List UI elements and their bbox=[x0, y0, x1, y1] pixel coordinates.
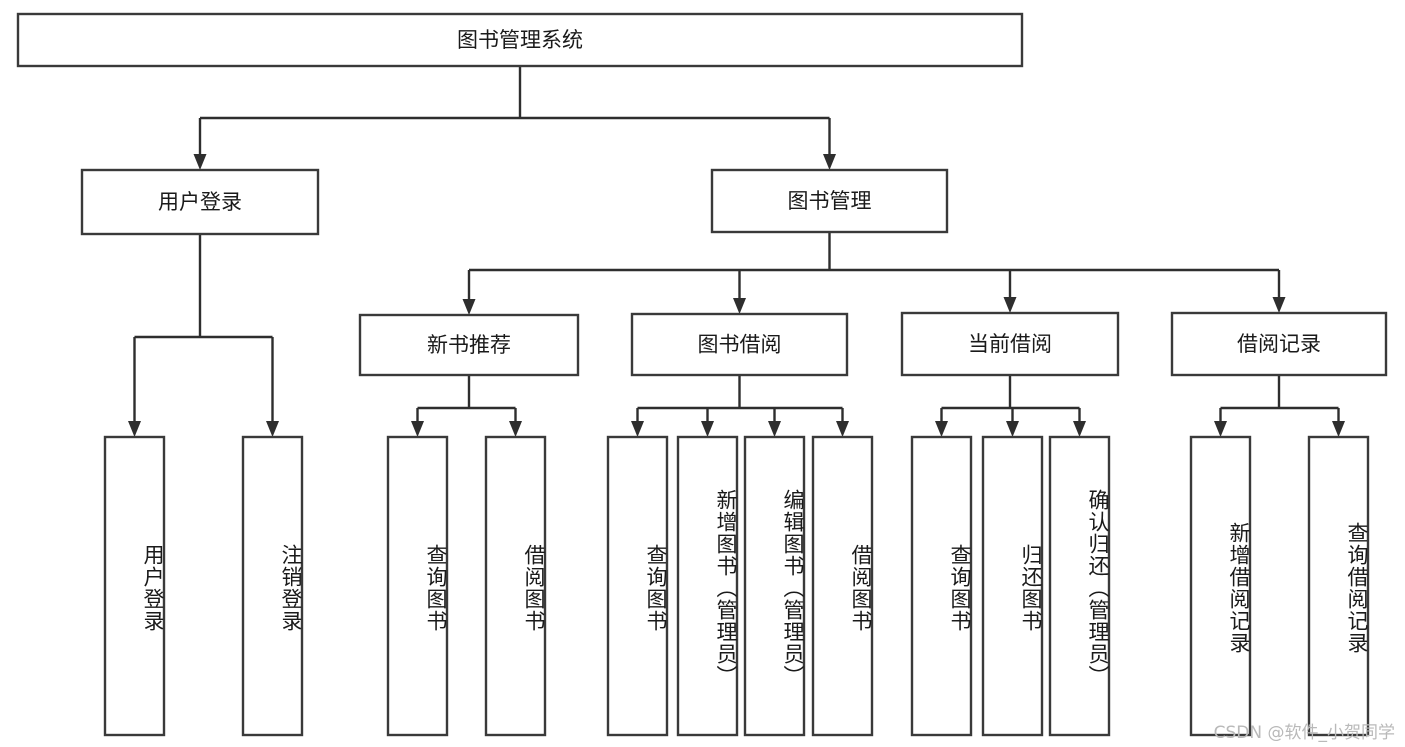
node-leaf-4[interactable] bbox=[606, 435, 669, 737]
node-leaf-2[interactable] bbox=[386, 435, 449, 737]
node-level3-3[interactable] bbox=[1170, 311, 1388, 377]
node-leaf-12[interactable] bbox=[1307, 435, 1370, 737]
node-label-level3-0: 新书推荐 bbox=[427, 333, 511, 357]
node-leaf-7[interactable] bbox=[811, 435, 874, 737]
node-leaf-5[interactable] bbox=[676, 435, 739, 737]
node-leaf-6[interactable] bbox=[743, 435, 806, 737]
csdn-watermark: CSDN @软件_小贺同学 bbox=[1213, 723, 1395, 743]
node-label-level2-1: 图书管理 bbox=[788, 189, 872, 213]
node-leaf-11[interactable] bbox=[1189, 435, 1252, 737]
node-leaf-9[interactable] bbox=[981, 435, 1044, 737]
node-level3-0[interactable] bbox=[358, 313, 580, 377]
node-leaf-10[interactable] bbox=[1048, 435, 1111, 737]
node-label-level2-0: 用户登录 bbox=[158, 190, 242, 214]
node-label-level3-2: 当前借阅 bbox=[968, 332, 1052, 356]
node-label-level3-3: 借阅记录 bbox=[1237, 332, 1321, 356]
node-label-level3-1: 图书借阅 bbox=[698, 333, 782, 357]
node-leaf-3[interactable] bbox=[484, 435, 547, 737]
node-level3-1[interactable] bbox=[630, 312, 849, 377]
node-level3-2[interactable] bbox=[900, 311, 1120, 377]
node-leaf-1[interactable] bbox=[241, 435, 304, 737]
node-boxes bbox=[16, 12, 1388, 737]
node-level2-0[interactable] bbox=[80, 168, 320, 236]
node-label-root: 图书管理系统 bbox=[457, 28, 583, 52]
node-root-system[interactable] bbox=[16, 12, 1024, 68]
node-leaf-0[interactable] bbox=[103, 435, 166, 737]
node-leaf-8[interactable] bbox=[910, 435, 973, 737]
connector-lines bbox=[128, 66, 1345, 437]
node-level2-1[interactable] bbox=[710, 168, 949, 234]
